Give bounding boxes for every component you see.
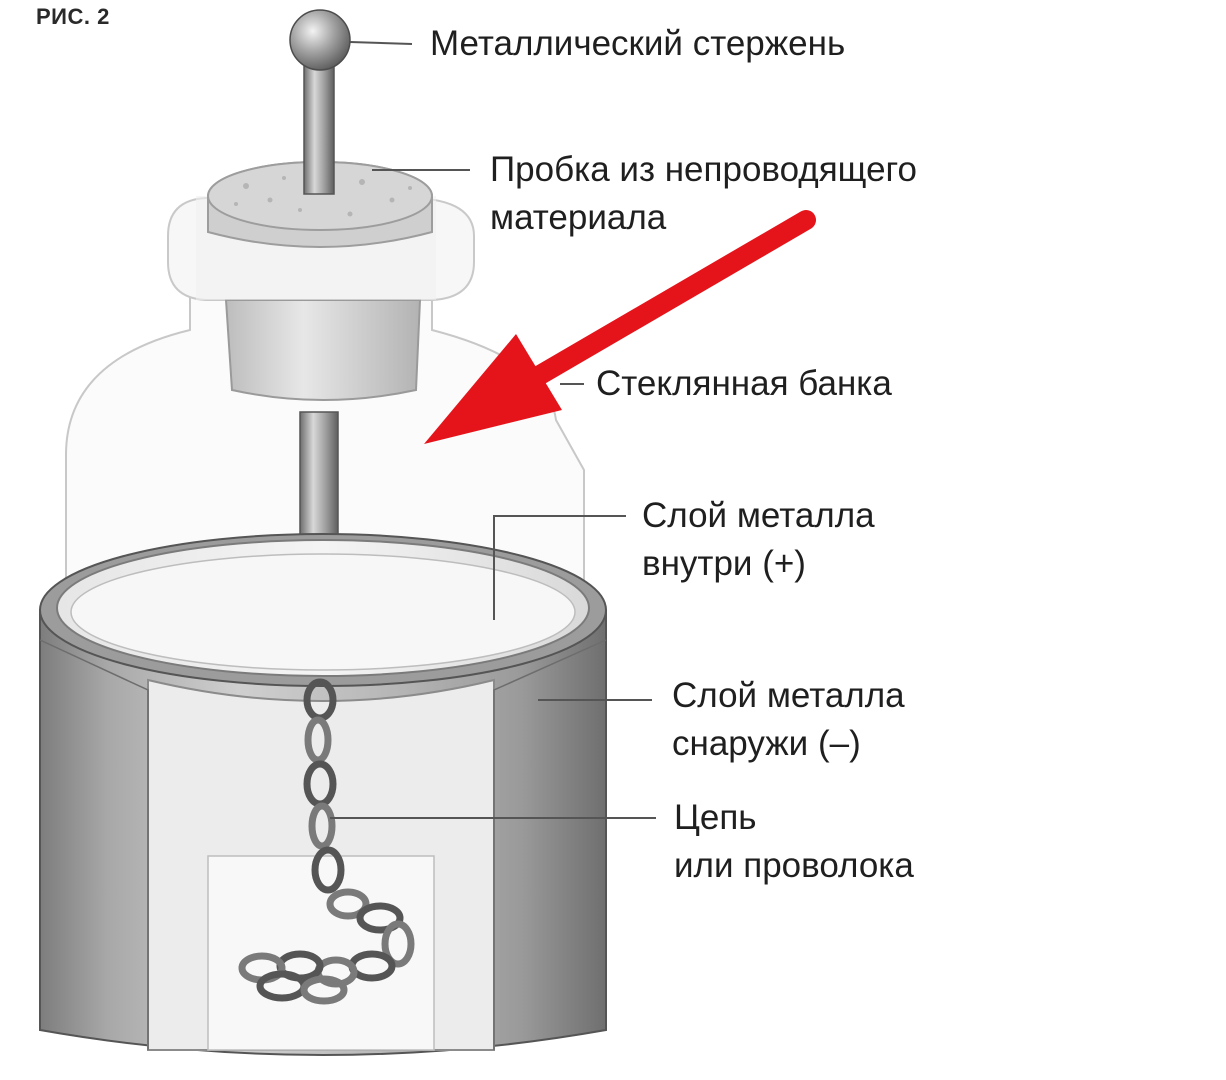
label-glass-jar: Стеклянная банка bbox=[596, 360, 892, 408]
label-inner-layer-line-1: Слой металла bbox=[642, 496, 875, 535]
label-outer-layer: Слой металла снаружи (–) bbox=[672, 672, 905, 768]
red-arrow-pointer bbox=[424, 210, 816, 444]
label-outer-layer-line-2: снаружи (–) bbox=[672, 724, 861, 763]
label-glass-jar-line-1: Стеклянная банка bbox=[596, 364, 892, 403]
label-inner-layer: Слой металла внутри (+) bbox=[642, 492, 875, 588]
leader-lines bbox=[330, 41, 656, 819]
label-chain: Цепь или проволока bbox=[674, 794, 914, 890]
label-metal-rod-line-1: Металлический стержень bbox=[430, 24, 846, 63]
figure-label: РИС. 2 bbox=[36, 4, 110, 29]
label-stopper-line-1: Пробка из непроводящего bbox=[490, 150, 918, 189]
label-stopper: Пробка из непроводящего материала bbox=[490, 146, 917, 242]
stopper bbox=[196, 161, 436, 401]
label-outer-layer-line-1: Слой металла bbox=[672, 676, 905, 715]
label-chain-line-2: или проволока bbox=[674, 846, 914, 885]
label-chain-line-1: Цепь bbox=[674, 798, 757, 837]
chain bbox=[238, 678, 415, 1005]
label-inner-layer-line-2: внутри (+) bbox=[642, 544, 806, 583]
label-metal-rod: Металлический стержень bbox=[430, 20, 845, 68]
label-stopper-line-2: материала bbox=[490, 198, 667, 237]
